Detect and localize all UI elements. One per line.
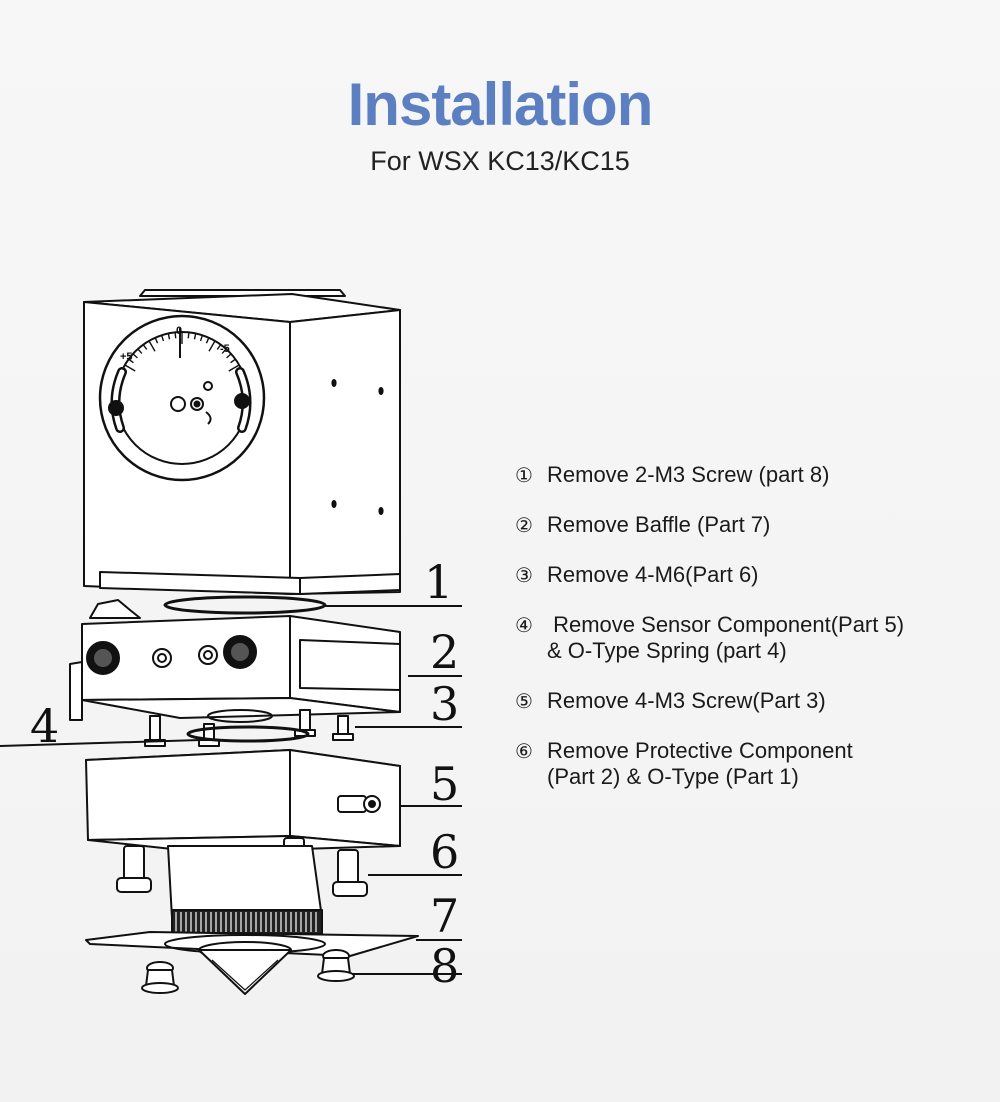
leader-lines [0,605,462,975]
page-subtitle: For WSX KC13/KC15 [370,146,630,176]
step-number: ⑤ [515,689,533,713]
dial-tick [137,348,143,354]
step-text-continued: & O-Type Spring (part 4) [547,638,787,663]
part-label-3: 3 [430,677,459,731]
dial-tick [132,353,138,359]
dial-tick [154,337,159,344]
dial-tick [124,364,136,372]
adjustment-dial [98,314,266,482]
dial-tick [142,344,148,350]
step-number: ④ [515,613,533,637]
step-number: ② [515,513,533,537]
dial-tick [221,348,227,354]
step-item: ④ Remove Sensor Component(Part 5) & O-Ty… [515,612,985,664]
step-item: ① Remove 2-M3 Screw (part 8) [515,462,985,488]
dial-tick [228,364,240,372]
dial-tick [230,358,236,364]
step-text: Remove Protective Component [547,738,853,763]
step-text: Remove Baffle (Part 7) [547,512,771,537]
step-text: Remove 4-M6(Part 6) [547,562,759,587]
part-label-1: 1 [424,555,453,609]
dial-tick [226,353,232,359]
dial-tick [160,335,165,342]
dial-tick [174,332,177,339]
step-text: Remove 2-M3 Screw (part 8) [547,462,830,487]
step-text-continued: (Part 2) & O-Type (Part 1) [547,764,799,789]
dial-tick [193,333,197,340]
dial-tick [167,333,171,340]
dial-label-plus: +5 [120,351,133,363]
part-label-4: 4 [30,699,59,753]
dial-label-minus: -5 [220,343,230,355]
installation-steps: ① Remove 2-M3 Screw (part 8) ② Remove Ba… [515,462,985,790]
part-label-5: 5 [430,757,459,811]
dial-tick [148,340,156,352]
page-title: Installation [347,71,654,138]
part-label-2: 2 [430,625,459,679]
dial-tick [205,337,210,344]
step-item: ② Remove Baffle (Part 7) [515,512,985,538]
dial-label-zero: 0 [176,325,182,337]
o-ring-part1 [163,595,327,615]
step-item: ⑤ Remove 4-M3 Screw(Part 3) [515,688,985,714]
step-number: ⑥ [515,739,533,763]
step-text: Remove 4-M3 Screw(Part 3) [547,688,826,713]
m3-screws-part8 [141,949,355,994]
nozzle-tip [198,941,292,995]
protective-component [69,599,401,723]
sensor-component [85,749,401,853]
dial-tick [199,335,204,342]
step-text: Remove Sensor Component(Part 5) [547,612,905,637]
step-number: ③ [515,563,533,587]
dial-tick [187,332,190,339]
dial-tick [208,340,216,352]
o-type-spring [186,725,310,743]
nozzle-body [167,845,323,935]
part-label-7: 7 [430,889,459,943]
part-label-8: 8 [430,939,459,993]
dial-tick [216,344,222,350]
dial-tick [128,358,134,364]
part-label-6: 6 [430,825,459,879]
step-number: ① [515,463,533,487]
step-item: ③ Remove 4-M6(Part 6) [515,562,985,588]
step-item: ⑥ Remove Protective Component (Part 2) &… [515,738,985,790]
